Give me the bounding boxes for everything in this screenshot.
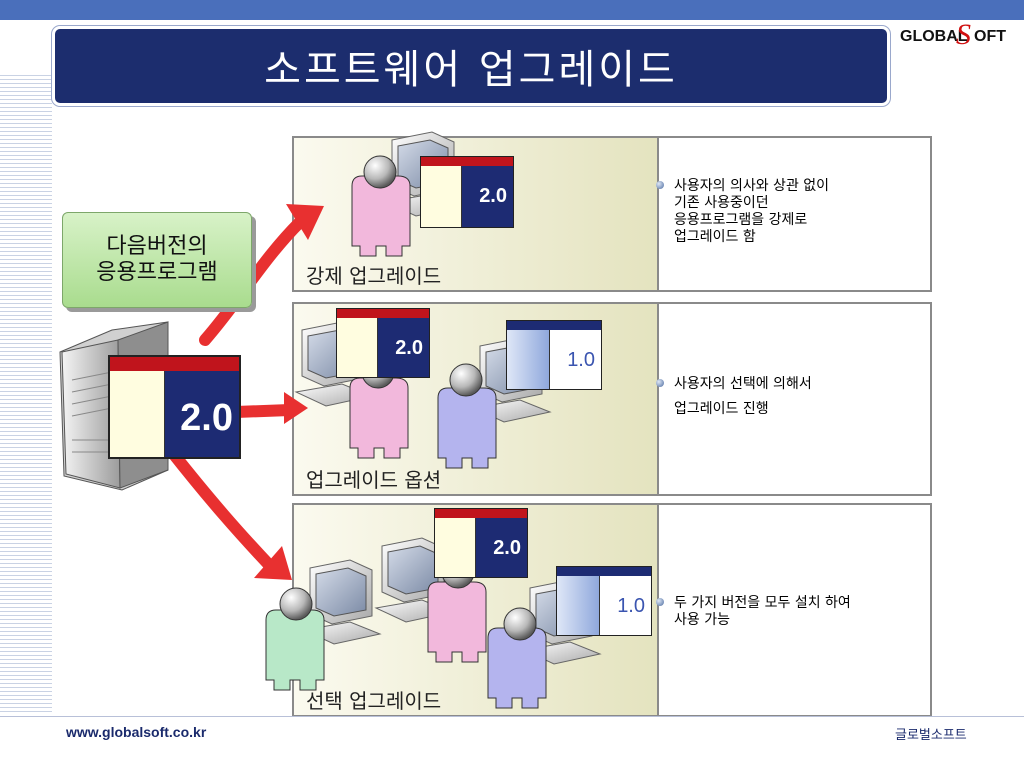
footer-url: www.globalsoft.co.kr [66,724,207,740]
bullet-icon [656,598,664,606]
title-box: 소프트웨어 업그레이드 [52,26,890,106]
desc-line: 응용프로그램을 강제로 [674,212,808,228]
desc-line: 업그레이드 함 [674,229,756,245]
logo-prefix: GLOBAL [900,28,968,45]
bullet-icon [656,379,664,387]
panel-description: 사용자의 선택에 의해서 업그레이드 진행 [656,376,919,418]
desc-line: 사용자의 의사와 상관 없이 [674,178,830,194]
page-title: 소프트웨어 업그레이드 [264,47,678,93]
version-label: 2.0 [493,537,521,559]
next-version-line1: 다음버전의 [106,234,208,259]
version-label: 2.0 [479,185,507,207]
next-version-box: 다음버전의 응용프로그램 [62,212,252,308]
panel-label: 강제 업그레이드 [306,264,442,288]
person-icon [351,155,411,257]
panel-label: 업그레이드 옵션 [306,468,442,492]
next-version-line2: 응용프로그램 [96,260,218,285]
version-label: 1.0 [567,349,595,371]
left-stripes [0,75,52,715]
panel-label: 선택 업그레이드 [306,689,442,713]
footer-divider [0,716,1024,717]
app-window-v2: 2.0 [434,508,528,578]
person-icon [265,587,325,691]
logo-s-letter: S [956,18,971,51]
server-version-label: 2.0 [180,397,233,439]
desc-line: 기존 사용중이던 [674,195,769,211]
footer-company: 글로벌소프트 [895,728,967,743]
app-window-v2: 2.0 [420,156,514,228]
desc-line: 업그레이드 진행 [674,401,769,417]
panel-description: 사용자의 의사와 상관 없이 기존 사용중이던 응용프로그램을 강제로 업그레이… [656,178,919,246]
app-window-v2: 2.0 [336,308,430,378]
desc-line: 사용자의 선택에 의해서 [674,376,812,392]
logo-suffix: OFT [974,28,1006,45]
app-window-v1: 1.0 [506,320,602,390]
version-label: 1.0 [617,595,645,617]
bullet-icon [656,181,664,189]
person-icon [437,363,497,469]
desc-line: 두 가지 버전을 모두 설치 하여 [674,595,851,611]
globalsoft-logo: GLOBAL S OFT [898,18,1018,58]
panel-description: 두 가지 버전을 모두 설치 하여 사용 가능 [656,595,919,629]
version-label: 2.0 [395,337,423,359]
person-icon [487,607,547,709]
server-app-window: 2.0 [108,355,241,459]
desc-line: 사용 가능 [674,612,730,628]
app-window-v1: 1.0 [556,566,652,636]
top-band [0,0,1024,20]
